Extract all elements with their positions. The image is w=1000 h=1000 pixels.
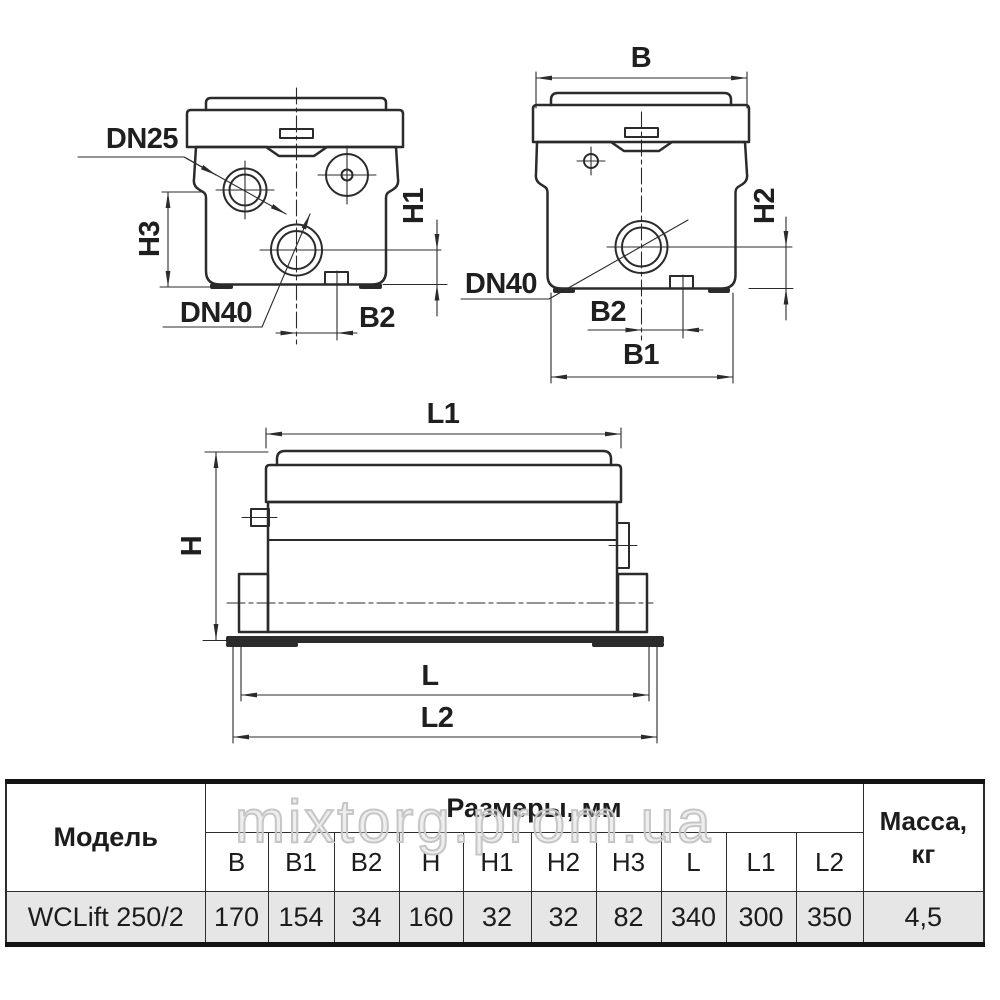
mass-header-line2: кг xyxy=(911,838,936,869)
lid-slot xyxy=(624,127,659,138)
col-header-h1: H1 xyxy=(462,832,532,892)
value-h1: 32 xyxy=(462,891,532,945)
dim-label-h3: H3 xyxy=(134,221,166,257)
dim-label-b2-front: B2 xyxy=(359,302,395,334)
value-h2: 32 xyxy=(530,891,597,945)
col-header-l2: L2 xyxy=(795,832,864,892)
col-header-b1: B1 xyxy=(267,832,335,892)
step-detail xyxy=(669,275,694,289)
side-view: B H2 B2 B1 DN40 xyxy=(460,42,794,384)
model-column-header: Модель xyxy=(5,781,206,892)
front-view: DN25 DN40 H3 H1 B2 xyxy=(77,87,448,345)
dim-label-h: H xyxy=(176,536,208,556)
body-outline xyxy=(266,500,619,634)
dim-label-b: B xyxy=(631,42,651,74)
col-header-h3: H3 xyxy=(595,832,662,892)
value-mass: 4,5 xyxy=(862,891,985,945)
lid-cap xyxy=(275,449,613,467)
dim-label-h2: H2 xyxy=(749,188,781,224)
mass-column-header: Масса, кг xyxy=(862,781,985,892)
foot-right xyxy=(359,283,382,289)
lid-rim xyxy=(531,103,751,144)
col-header-h2: H2 xyxy=(530,832,597,892)
model-name: WCLift 250/2 xyxy=(5,891,206,945)
dn25-label: DN25 xyxy=(106,123,179,155)
dim-label-b2-side: B2 xyxy=(590,296,626,328)
length-dimensions xyxy=(202,427,658,744)
front-dimensions xyxy=(77,156,448,341)
value-b2: 34 xyxy=(333,891,400,945)
col-header-l: L xyxy=(660,832,727,892)
technical-drawing: DN25 DN40 H3 H1 B2 xyxy=(77,42,794,744)
value-l1: 300 xyxy=(725,891,797,945)
dimensions-table: Модель Размеры, мм Масса, кг B B1 B2 H H… xyxy=(5,779,985,947)
lid-cap xyxy=(204,96,388,112)
value-h: 160 xyxy=(398,891,464,945)
mass-header-line1: Масса, xyxy=(879,806,967,836)
dim-label-l2: L2 xyxy=(421,702,454,734)
value-h3: 82 xyxy=(595,891,662,945)
col-header-b: B xyxy=(204,832,269,892)
dim-label-b1: B1 xyxy=(623,339,659,371)
dn40-label-front: DN40 xyxy=(180,297,252,329)
lid-rim xyxy=(185,108,405,149)
dn40-label-side: DN40 xyxy=(465,268,537,300)
dimensions-group-header: Размеры, мм xyxy=(204,781,864,833)
dim-label-l1: L1 xyxy=(427,398,460,430)
foot-left xyxy=(237,572,270,634)
col-header-h: H xyxy=(398,832,464,892)
value-b: 170 xyxy=(204,891,269,945)
base-pad-right xyxy=(592,642,664,647)
lid-cap xyxy=(549,91,733,107)
foot-right xyxy=(616,572,649,634)
col-header-l1: L1 xyxy=(725,832,797,892)
lid-rim xyxy=(264,463,623,504)
dim-label-l: L xyxy=(421,660,438,692)
base-pad-left xyxy=(226,642,298,647)
foot-left xyxy=(210,283,233,289)
lid-slot xyxy=(279,128,314,139)
value-b1: 154 xyxy=(267,891,335,945)
side-dimensions xyxy=(460,71,794,384)
spec-table-container: Модель Размеры, мм Масса, кг B B1 B2 H H… xyxy=(5,779,985,947)
table-row: WCLift 250/2 170 154 34 160 32 32 82 340… xyxy=(5,891,985,945)
length-view: L1 H L L2 xyxy=(176,398,664,744)
value-l2: 350 xyxy=(795,891,864,945)
value-l: 340 xyxy=(660,891,727,945)
dim-label-h1: H1 xyxy=(398,188,430,224)
col-header-b2: B2 xyxy=(333,832,400,892)
base-plate xyxy=(226,636,664,643)
foot-right xyxy=(708,287,730,293)
